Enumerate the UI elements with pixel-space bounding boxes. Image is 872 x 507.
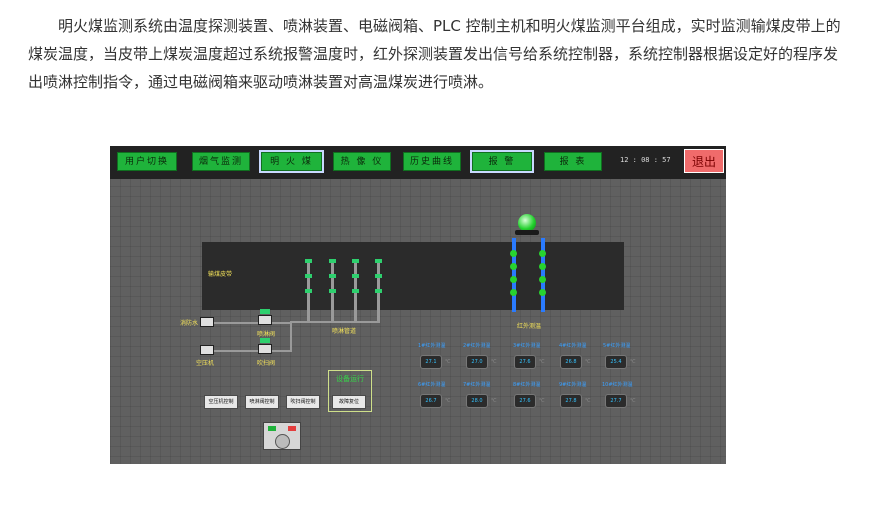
temp-label-4: 4#红外测温 — [559, 343, 587, 349]
spray-nozzle-icon — [375, 259, 382, 263]
spray-nozzle-icon — [329, 259, 336, 263]
spray-pipeline — [290, 321, 380, 323]
probe-indicator — [539, 263, 546, 270]
alarm-light-icon — [518, 214, 536, 232]
temp-label-10: 10#红外测温 — [602, 382, 633, 388]
temp-unit: ℃ — [491, 398, 497, 404]
temp-unit: ℃ — [445, 398, 451, 404]
device-status-panel — [328, 370, 372, 412]
rotary-knob-icon[interactable] — [275, 434, 290, 449]
fault-reset-button[interactable]: 故障复位 — [332, 395, 366, 409]
nav-user-switch[interactable]: 用户切换 — [117, 152, 177, 171]
temp-label-5: 5#红外测温 — [603, 343, 631, 349]
probe-indicator — [539, 250, 546, 257]
spray-nozzle-icon — [375, 289, 382, 293]
run-indicator — [268, 426, 276, 431]
spray-nozzle-icon — [305, 259, 312, 263]
spray-valve-icon[interactable] — [258, 315, 272, 325]
temp-unit: ℃ — [585, 359, 591, 365]
temp-value-10: 27.7 — [605, 394, 627, 408]
spray-nozzle-icon — [305, 289, 312, 293]
nav-alarm[interactable]: 报 警 — [470, 150, 534, 173]
probe-indicator — [510, 289, 517, 296]
nav-thermal-camera[interactable]: 热 像 仪 — [333, 152, 391, 171]
probe-indicator — [539, 276, 546, 283]
nav-report[interactable]: 报 表 — [544, 152, 602, 171]
blow-valve-label: 吹扫阀 — [257, 360, 276, 367]
spray-valve-label: 喷淋阀 — [257, 331, 276, 338]
air-compressor-label: 空压机 — [196, 360, 215, 367]
belt-label: 输煤皮带 — [208, 271, 233, 278]
infrared-label: 红外测温 — [517, 323, 542, 330]
water-pipeline — [210, 322, 290, 324]
device-status-title: 设备运行 — [336, 375, 364, 383]
pipe-label: 喷淋管道 — [332, 328, 357, 335]
pipeline-joint — [290, 322, 292, 352]
temp-value-9: 27.8 — [560, 394, 582, 408]
stop-indicator — [288, 426, 296, 431]
water-inlet-valve-icon[interactable] — [200, 317, 214, 327]
temp-unit: ℃ — [630, 359, 636, 365]
temp-unit: ℃ — [630, 398, 636, 404]
temp-value-2: 27.0 — [466, 355, 488, 369]
temp-label-6: 6#红外测温 — [418, 382, 446, 388]
probe-indicator — [539, 289, 546, 296]
temp-value-5: 25.4 — [605, 355, 627, 369]
probe-indicator — [510, 250, 517, 257]
temp-unit: ℃ — [491, 359, 497, 365]
exit-button[interactable]: 退出 — [684, 149, 724, 173]
probe-indicator — [510, 263, 517, 270]
probe-indicator — [510, 276, 517, 283]
temp-label-1: 1#红外测温 — [418, 343, 446, 349]
spray-nozzle-icon — [352, 259, 359, 263]
temp-label-7: 7#红外测温 — [463, 382, 491, 388]
temp-label-9: 9#红外测温 — [559, 382, 587, 388]
spray-nozzle-icon — [352, 274, 359, 278]
top-navigation-bar: 用户切换 烟气监测 明 火 煤 热 像 仪 历史曲线 报 警 报 表 12 : … — [110, 146, 726, 179]
temp-value-3: 27.6 — [514, 355, 536, 369]
temp-label-2: 2#红外测温 — [463, 343, 491, 349]
clock-display: 12 : 08 : 57 — [620, 156, 671, 164]
temp-unit: ℃ — [539, 359, 545, 365]
scada-screen: 用户切换 烟气监测 明 火 煤 热 像 仪 历史曲线 报 警 报 表 12 : … — [110, 146, 726, 464]
spray-nozzle-icon — [352, 289, 359, 293]
blow-valve-indicator — [260, 338, 270, 343]
nav-history-curve[interactable]: 历史曲线 — [403, 152, 461, 171]
blow-valve-control-button[interactable]: 吹扫阀控制 — [286, 395, 320, 409]
temp-value-4: 26.8 — [560, 355, 582, 369]
temp-value-1: 27.1 — [420, 355, 442, 369]
air-pipeline — [210, 350, 292, 352]
temp-unit: ℃ — [539, 398, 545, 404]
temp-value-6: 26.7 — [420, 394, 442, 408]
temp-value-8: 27.6 — [514, 394, 536, 408]
spray-nozzle-icon — [329, 289, 336, 293]
alarm-light-base — [515, 230, 539, 235]
nav-open-fire-coal[interactable]: 明 火 煤 — [259, 150, 324, 173]
temp-value-7: 28.0 — [466, 394, 488, 408]
air-compressor-icon[interactable] — [200, 345, 214, 355]
nav-smoke-monitor[interactable]: 烟气监测 — [192, 152, 250, 171]
temp-unit: ℃ — [585, 398, 591, 404]
infrared-probe-left — [512, 238, 516, 312]
blow-valve-icon[interactable] — [258, 344, 272, 354]
temp-label-3: 3#红外测温 — [513, 343, 541, 349]
spray-nozzle-icon — [329, 274, 336, 278]
spray-nozzle-icon — [305, 274, 312, 278]
temp-unit: ℃ — [445, 359, 451, 365]
intro-paragraph: 明火煤监测系统由温度探测装置、喷淋装置、电磁阀箱、PLC 控制主机和明火煤监测平… — [28, 17, 841, 91]
spray-valve-indicator — [260, 309, 270, 314]
spray-nozzle-icon — [375, 274, 382, 278]
infrared-probe-right — [541, 238, 545, 312]
spray-valve-control-button[interactable]: 喷淋阀控制 — [245, 395, 279, 409]
manual-control-switch[interactable] — [263, 422, 301, 450]
air-compressor-control-button[interactable]: 空压机控制 — [204, 395, 238, 409]
temp-label-8: 8#红外测温 — [513, 382, 541, 388]
conveyor-belt — [202, 242, 624, 310]
fireproof-water-label: 消防水 — [180, 320, 199, 327]
